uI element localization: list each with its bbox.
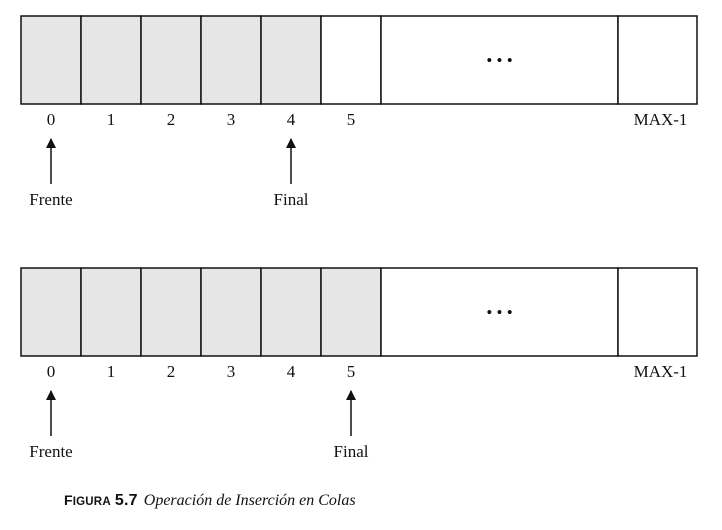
index-label-4: 4 xyxy=(287,110,296,129)
rear-pointer-label: Final xyxy=(334,442,369,461)
queue-cell-4 xyxy=(260,267,322,357)
queue-cell-3 xyxy=(200,267,262,357)
ellipsis-dots: • • • xyxy=(486,51,512,70)
rear-pointer-label: Final xyxy=(274,190,309,209)
queue-cell-5 xyxy=(320,15,382,105)
index-label-5: 5 xyxy=(347,362,356,381)
queue-cell-ellipsis xyxy=(380,15,619,105)
queue-cell-2 xyxy=(140,267,202,357)
index-label-2: 2 xyxy=(167,110,176,129)
queue-cell-0 xyxy=(20,267,82,357)
figure-caption-text: Operación de Inserción en Colas xyxy=(143,492,356,509)
index-label-5: 5 xyxy=(347,110,356,129)
queue-cell-ellipsis xyxy=(380,267,619,357)
queue-cell-1 xyxy=(80,267,142,357)
index-label-max: MAX-1 xyxy=(634,110,688,129)
front-pointer-label: Frente xyxy=(29,442,72,461)
figure-caption: FIGURA 5.7 Operación de Inserción en Cola… xyxy=(64,492,356,510)
queue-cell-4 xyxy=(260,15,322,105)
queue-cell-2 xyxy=(140,15,202,105)
index-label-3: 3 xyxy=(227,110,236,129)
index-label-3: 3 xyxy=(227,362,236,381)
index-label-1: 1 xyxy=(107,110,116,129)
queue-cell-3 xyxy=(200,15,262,105)
index-label-2: 2 xyxy=(167,362,176,381)
index-label-4: 4 xyxy=(287,362,296,381)
index-label-1: 1 xyxy=(107,362,116,381)
queue-cell-max xyxy=(617,267,698,357)
index-label-0: 0 xyxy=(47,362,56,381)
index-label-max: MAX-1 xyxy=(634,362,688,381)
queue-cell-5 xyxy=(320,267,382,357)
front-pointer-label: Frente xyxy=(29,190,72,209)
queue-cell-max xyxy=(617,15,698,105)
ellipsis-dots: • • • xyxy=(486,303,512,322)
index-label-0: 0 xyxy=(47,110,56,129)
queue-cell-1 xyxy=(80,15,142,105)
figure-label: FIGURA 5.7 xyxy=(64,492,138,509)
queue-cell-0 xyxy=(20,15,82,105)
